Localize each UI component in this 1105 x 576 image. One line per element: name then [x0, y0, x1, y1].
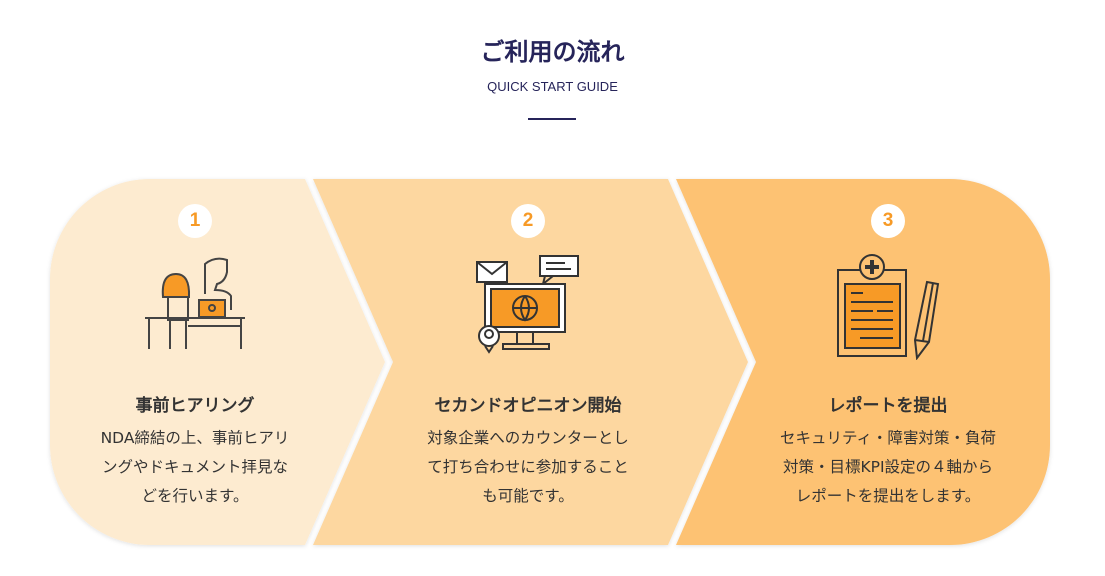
step3-panel: [676, 179, 1050, 545]
step-number-badge: 2: [511, 204, 545, 238]
page-title: ご利用の流れ: [480, 38, 625, 66]
step-description: NDA締結の上、事前ヒアリ ングやドキュメント拝見な どを行います。: [65, 424, 325, 511]
description-line: レポートを提出をします。: [795, 487, 981, 505]
step-number-badge: 1: [178, 204, 212, 238]
page-subtitle: QUICK START GUIDE: [487, 79, 618, 94]
description-line: 対策・目標KPI設定の４軸から: [782, 458, 994, 476]
description-line: どを行います。: [141, 487, 249, 505]
step2-panel: [313, 179, 748, 545]
description-line: セキュリティ・障害対策・負荷: [779, 429, 997, 447]
meeting-icon: [145, 257, 245, 349]
step-title: セカンドオピニオン開始: [434, 396, 622, 416]
description-line: て打ち合わせに参加すること: [427, 458, 629, 476]
step-number-badge: 3: [871, 204, 905, 238]
step-description: 対象企業へのカウンターとし て打ち合わせに参加すること も可能です。: [398, 424, 658, 511]
title-divider: [528, 118, 576, 120]
step-title: レポートを提出: [828, 396, 948, 416]
description-line: 対象企業へのカウンターとし: [427, 429, 629, 447]
step-description: セキュリティ・障害対策・負荷 対策・目標KPI設定の４軸から レポートを提出をし…: [758, 424, 1018, 511]
description-line: ングやドキュメント拝見な: [101, 458, 288, 476]
description-line: も可能です。: [482, 487, 574, 505]
step-title: 事前ヒアリング: [135, 396, 255, 416]
step1-panel: [50, 179, 385, 545]
description-line: NDA締結の上、事前ヒアリ: [100, 429, 290, 447]
clipboard-report-icon: [837, 254, 940, 360]
computer-globe-icon: [476, 255, 579, 354]
